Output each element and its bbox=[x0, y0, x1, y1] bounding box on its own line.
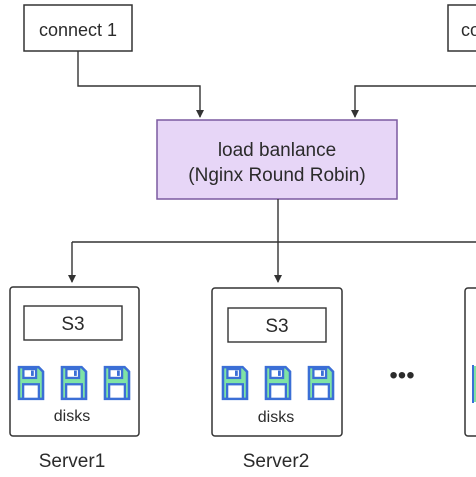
floppy-disk-icon bbox=[103, 365, 131, 401]
floppy-disk-icon bbox=[17, 365, 45, 401]
connect-1-node: connect 1 bbox=[23, 4, 133, 52]
floppy-disk-icon bbox=[60, 365, 88, 401]
server3-partial-node bbox=[464, 287, 476, 437]
server2-name: Server2 bbox=[243, 451, 310, 472]
server2-node: S3 disks bbox=[211, 287, 343, 437]
load-balancer-node: load banlance (Nginx Round Robin) bbox=[156, 119, 398, 200]
connect-1-to-load-balancer-arrow bbox=[77, 51, 204, 118]
server2-disks-label: disks bbox=[258, 409, 294, 426]
server1-s3-box bbox=[23, 305, 123, 341]
server2-s3-label: S3 bbox=[265, 316, 288, 337]
more-servers-ellipsis: ••• bbox=[389, 362, 414, 389]
server1-s3-label: S3 bbox=[61, 314, 84, 335]
floppy-disk-icon bbox=[221, 365, 249, 401]
server1-name: Server1 bbox=[39, 451, 106, 472]
server2-s3-box bbox=[227, 307, 327, 343]
server1-disks-label: disks bbox=[54, 408, 90, 425]
server1-node: S3 disks bbox=[9, 286, 140, 437]
load-balancer-subtitle: (Nginx Round Robin) bbox=[188, 165, 365, 186]
connect-2-partial-node: co bbox=[447, 4, 476, 52]
connect-2-partial-label: co bbox=[461, 20, 476, 40]
connect-1-label: connect 1 bbox=[39, 20, 117, 40]
floppy-disk-icon bbox=[264, 365, 292, 401]
connect-2-to-load-balancer-arrow bbox=[351, 85, 476, 118]
load-balancer-title: load banlance bbox=[218, 140, 336, 161]
floppy-disk-icon bbox=[307, 365, 335, 401]
